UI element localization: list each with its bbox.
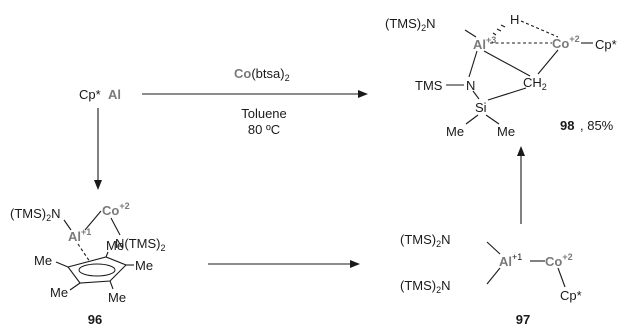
c98-cp-text: Cp* (595, 37, 617, 52)
c96-me2-text: Me (106, 238, 124, 253)
c96-label: 96 (88, 312, 102, 327)
c98-ntms-text: (TMS)2N (385, 16, 436, 33)
c96-me3-text: Me (135, 258, 153, 273)
c96-n2-text: N(TMS)2 (115, 236, 166, 253)
c98-ch2-text: CH2 (523, 75, 547, 92)
c97-co-text: Co+2 (545, 252, 573, 269)
c96-bond-me2 (105, 251, 109, 258)
c96-bond-al-co (84, 210, 102, 231)
c98-tms-text: TMS (415, 78, 443, 93)
reactant-cp-text: Cp* (79, 87, 101, 102)
c97-bond-n2-al (486, 267, 501, 285)
c98-al-text: Al+3 (473, 35, 496, 52)
reaction-conditions: Co(btsa)2 Toluene 80 ºC (234, 66, 290, 137)
c98-bond-si-ch2 (487, 87, 527, 101)
c98-si-text: Si (475, 100, 487, 115)
c98-co-text: Co+2 (552, 34, 580, 51)
c98-n-text: N (466, 78, 475, 93)
c97-ntms-top-text: (TMS)2N (400, 232, 451, 249)
c98-me1-text: Me (446, 124, 464, 139)
down-arrow (94, 108, 102, 190)
c96-me4-text: Me (108, 290, 126, 305)
c98-hydride-wedge-al (492, 24, 506, 36)
c98-hydride-bond-co (520, 20, 559, 38)
compound-98: (TMS)2N Al+3 Co+2 Cp* H TMS N CH2 Si Me … (385, 12, 617, 139)
c97-cp-text: Cp* (560, 288, 582, 303)
c97-label: 97 (516, 312, 530, 327)
c98-bond-n-si (472, 90, 480, 100)
c96-bond-co-n (110, 217, 121, 236)
temperature-text: 80 ºC (248, 122, 280, 137)
c96-me1-text: Me (34, 253, 52, 268)
up-arrow (517, 146, 525, 224)
c97-ntms-bottom-text: (TMS)2N (400, 278, 451, 295)
c96-co-text: Co+2 (102, 201, 130, 218)
c96-bond-me5 (69, 282, 81, 291)
reactant-al-text: Al (108, 87, 121, 102)
c98-me2-text: Me (497, 124, 515, 139)
top-arrow-head (358, 90, 368, 98)
compound-96: (TMS)2N Co+2 N(TMS)2 Al+1 Me Me Me Me Me… (10, 201, 166, 327)
reactant-cp-al: Cp* Al (79, 87, 121, 102)
down-arrow-head (94, 180, 102, 190)
c96-hapto-bond (77, 243, 91, 263)
compound-97: (TMS)2N (TMS)2N Al+1 Co+2 Cp* 97 (400, 232, 582, 327)
c98-h-text: H (510, 12, 519, 27)
bottom-arrow (208, 260, 360, 268)
c98-bond-al-ch2 (483, 50, 531, 77)
c98-bond-al-n (468, 50, 478, 78)
c96-me5-text: Me (50, 285, 68, 300)
c97-al-text: Al+1 (499, 252, 522, 269)
c98-bond-n-al (464, 29, 477, 38)
c96-cp-ring (67, 256, 127, 284)
reagent-text: Co(btsa)2 (234, 66, 290, 83)
up-arrow-head (517, 146, 525, 156)
c98-bond-si-me2 (485, 114, 500, 125)
c97-bond-n1-al (486, 241, 501, 255)
c96-bond-me1 (55, 261, 69, 268)
c98-bond-si-me1 (465, 114, 479, 125)
c97-bond-co-cp (557, 267, 566, 288)
c96-al-text: Al+1 (68, 227, 91, 244)
top-reaction-arrow (142, 90, 368, 98)
bottom-arrow-head (350, 260, 360, 268)
solvent-text: Toluene (241, 106, 287, 121)
c96-bond-n-al (63, 219, 72, 231)
c98-yield-text: , 85% (580, 118, 614, 133)
c98-bond-co-ch2 (537, 49, 559, 75)
c96-cp-ring-delocalized (78, 263, 116, 277)
c96-ntms-text: (TMS)2N (10, 206, 61, 223)
c98-label: 98 (560, 118, 574, 133)
c96-bond-me4 (109, 280, 114, 290)
